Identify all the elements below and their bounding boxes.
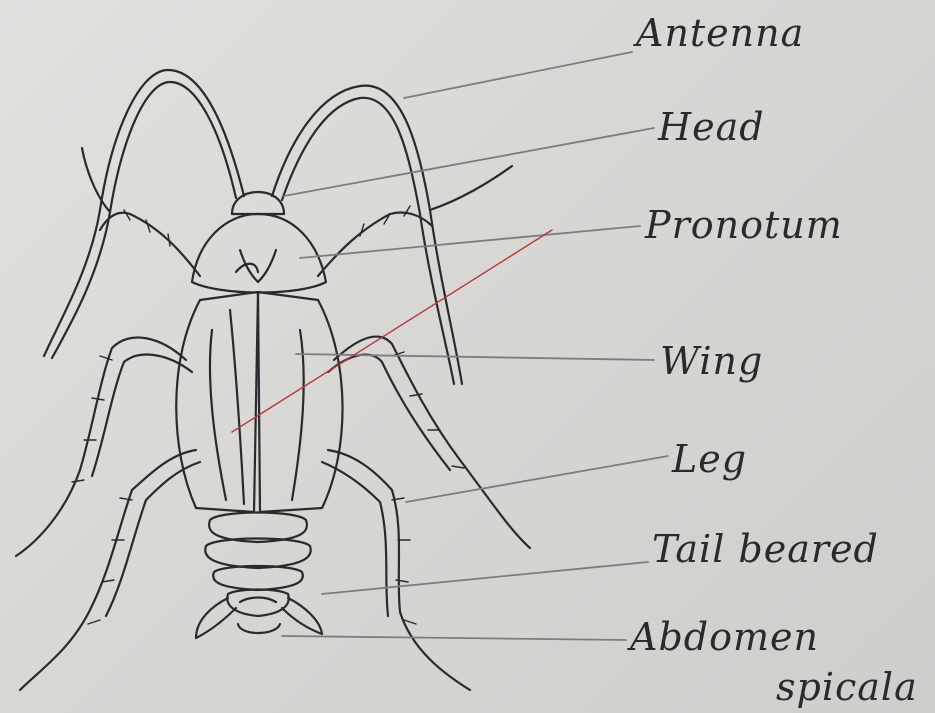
pointer-lines [282, 52, 668, 640]
head-shape [232, 192, 284, 214]
cerci [196, 598, 322, 638]
label-wing: Wing [660, 342, 763, 380]
pointer-red [232, 230, 552, 432]
abdomen-segments [205, 513, 310, 617]
label-leg: Leg [672, 440, 747, 478]
pointer-tail [322, 562, 648, 594]
pointer-abdomen [282, 636, 626, 640]
label-abdomen: Abdomen [630, 618, 819, 656]
hind-legs [20, 450, 470, 690]
label-antenna: Antenna [636, 14, 804, 52]
pronotum-shape [192, 214, 326, 293]
label-pronotum: Pronotum [645, 206, 843, 244]
antennae [44, 70, 512, 384]
label-tail-beared: Tail beared [652, 530, 879, 568]
label-head: Head [658, 108, 765, 146]
front-legs [100, 213, 432, 277]
label-spicala: spicala [776, 668, 918, 706]
pointer-antenna [404, 52, 632, 98]
middle-legs [16, 337, 530, 556]
wing-shapes [176, 292, 342, 512]
pointer-head [284, 128, 654, 196]
